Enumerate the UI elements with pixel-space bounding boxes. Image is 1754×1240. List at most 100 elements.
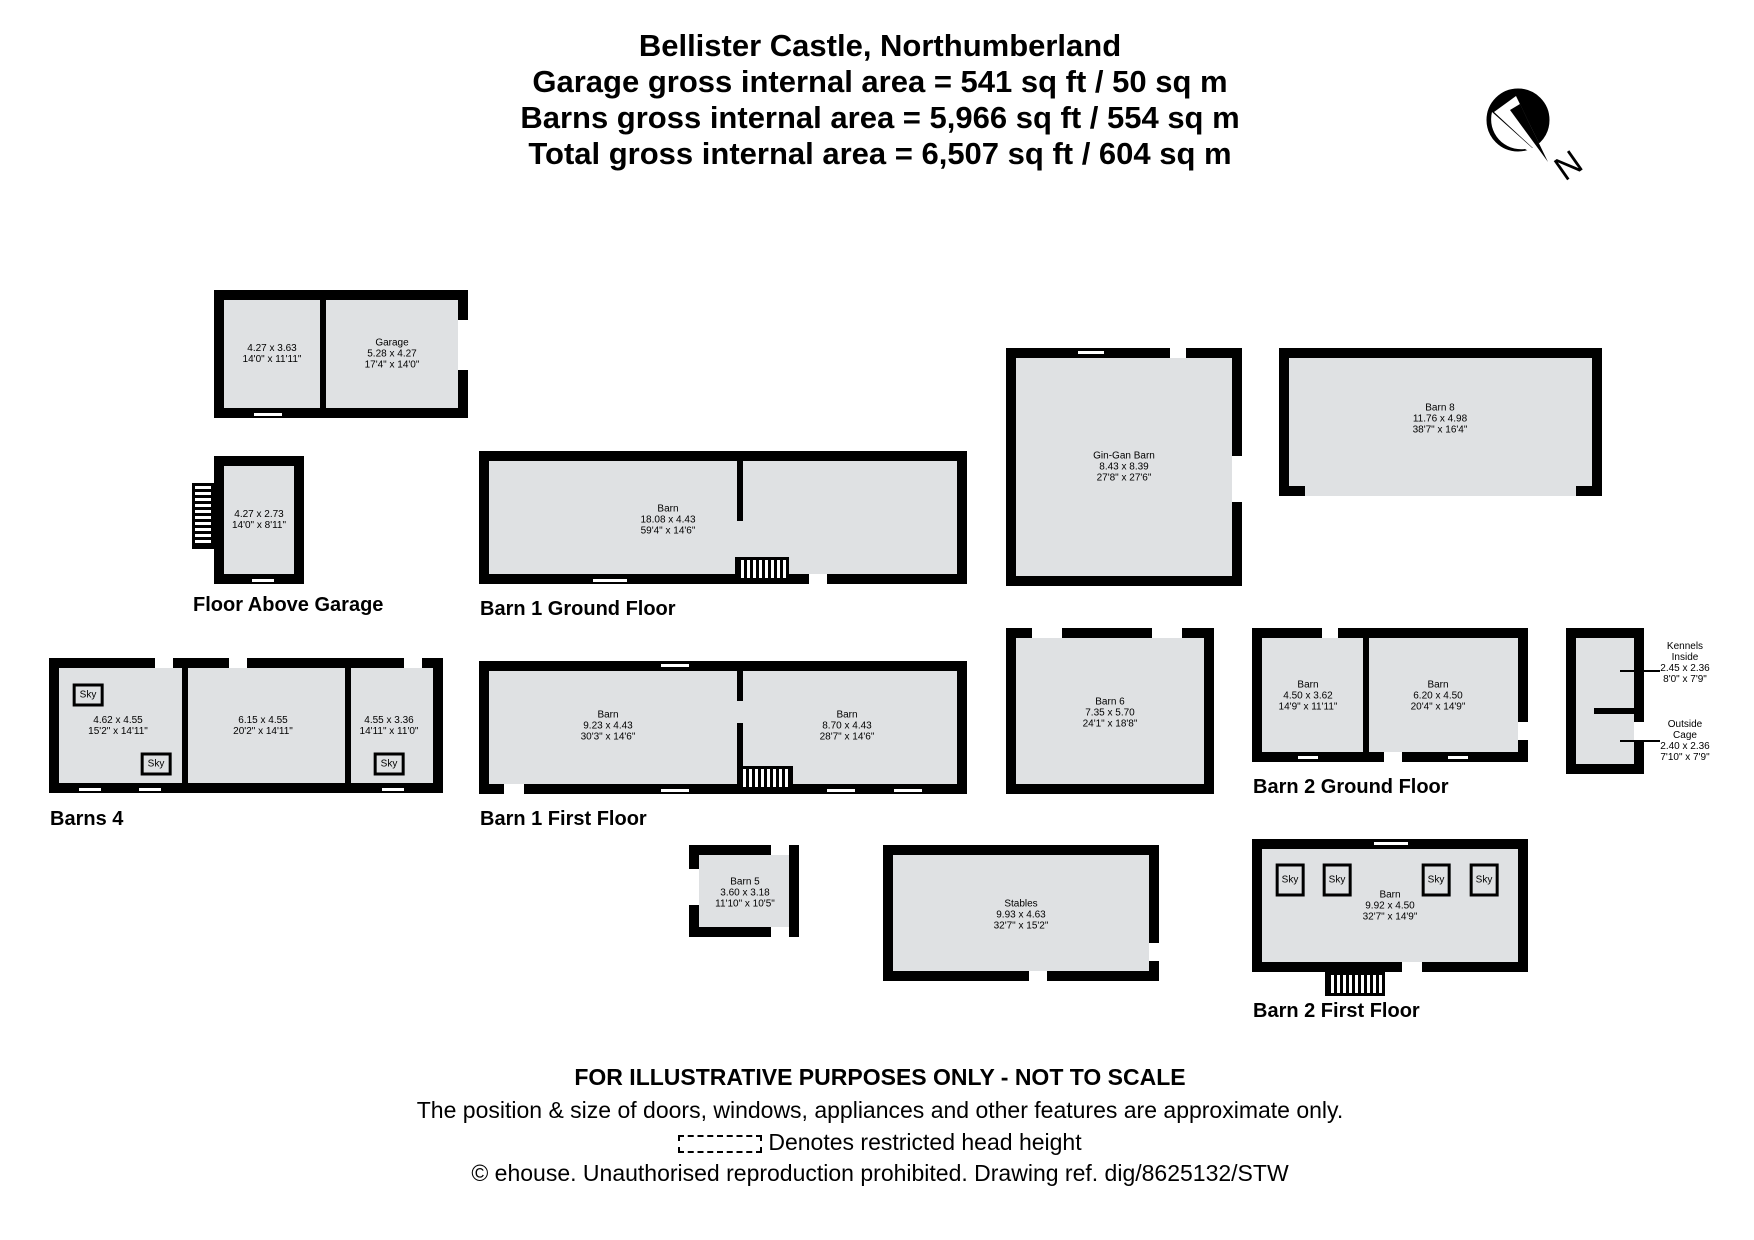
barns-area: Barns gross internal area = 5,966 sq ft … bbox=[520, 100, 1240, 135]
barn6-plan bbox=[1006, 628, 1214, 794]
barn1-ground-plan bbox=[479, 451, 967, 584]
restricted-height-icon bbox=[678, 1134, 763, 1153]
staircase bbox=[192, 483, 214, 549]
barn1-first-plan bbox=[479, 661, 967, 794]
stables-plan bbox=[883, 845, 1159, 981]
door bbox=[1149, 943, 1159, 961]
door bbox=[1518, 722, 1528, 740]
garage-plan bbox=[214, 290, 468, 418]
window bbox=[593, 579, 627, 582]
legend: Denotes restricted head height bbox=[0, 1128, 1754, 1156]
partition-wall bbox=[1594, 708, 1634, 714]
gin-gan-barn-plan bbox=[1006, 348, 1242, 586]
partition-wall bbox=[737, 461, 743, 521]
plan-label: Barns 4 bbox=[50, 808, 124, 830]
door bbox=[504, 784, 524, 794]
partition-wall bbox=[320, 300, 326, 408]
plan-label: Barn 1 Ground Floor bbox=[480, 598, 676, 620]
legend-text: Denotes restricted head height bbox=[768, 1129, 1082, 1155]
window bbox=[79, 788, 101, 791]
double-door bbox=[689, 869, 699, 905]
plan-label: Barn 2 First Floor bbox=[1253, 1000, 1420, 1022]
wall bbox=[1279, 486, 1305, 496]
wall bbox=[1576, 486, 1602, 496]
skylight: Sky bbox=[1322, 863, 1352, 897]
window bbox=[1448, 756, 1468, 759]
arrow-pointer bbox=[1620, 740, 1660, 742]
window bbox=[894, 789, 922, 792]
window bbox=[382, 788, 404, 791]
barn5-plan bbox=[689, 845, 799, 937]
window bbox=[827, 789, 855, 792]
barn8-plan bbox=[1279, 348, 1602, 496]
skylight: Sky bbox=[140, 752, 172, 776]
plan-label: Barn 1 First Floor bbox=[480, 808, 647, 830]
plan-label: Barn 2 Ground Floor bbox=[1253, 776, 1449, 798]
disclaimer: FOR ILLUSTRATIVE PURPOSES ONLY - NOT TO … bbox=[574, 1064, 1186, 1090]
door bbox=[1170, 348, 1186, 358]
door bbox=[771, 845, 789, 855]
skylight: Sky bbox=[72, 683, 104, 707]
floor-above-garage-plan bbox=[214, 456, 304, 584]
staircase bbox=[735, 557, 789, 581]
skylight: Sky bbox=[1275, 863, 1305, 897]
door bbox=[1634, 722, 1644, 740]
window bbox=[252, 579, 274, 582]
window bbox=[661, 789, 689, 792]
window bbox=[139, 788, 161, 791]
door bbox=[229, 658, 247, 668]
page-title: Bellister Castle, Northumberland bbox=[638, 28, 1122, 63]
skylight: Sky bbox=[373, 752, 405, 776]
window bbox=[1298, 756, 1318, 759]
window bbox=[254, 413, 282, 416]
kennels-plan bbox=[1566, 628, 1644, 774]
double-door bbox=[1152, 628, 1182, 638]
copyright: © ehouse. Unauthorised reproduction proh… bbox=[471, 1160, 1289, 1186]
partition-wall bbox=[345, 668, 351, 783]
door bbox=[155, 658, 173, 668]
door bbox=[1402, 962, 1422, 972]
compass-north-label: N bbox=[1548, 143, 1590, 188]
double-door bbox=[1032, 628, 1062, 638]
garage-area: Garage gross internal area = 541 sq ft /… bbox=[532, 64, 1228, 99]
skylight: Sky bbox=[1469, 863, 1499, 897]
window bbox=[1078, 351, 1104, 354]
door bbox=[809, 574, 827, 584]
partition-wall bbox=[737, 723, 743, 784]
partition-wall bbox=[1363, 638, 1369, 752]
staircase bbox=[737, 766, 793, 790]
window bbox=[1374, 842, 1408, 845]
door bbox=[1322, 628, 1338, 638]
skylight: Sky bbox=[1421, 863, 1451, 897]
barn2-first-plan bbox=[1252, 839, 1528, 972]
disclaimer-note: The position & size of doors, windows, a… bbox=[416, 1097, 1344, 1123]
barn2-ground-plan bbox=[1252, 628, 1528, 762]
door bbox=[771, 927, 789, 937]
garage-double-door bbox=[458, 320, 468, 370]
door bbox=[1029, 971, 1047, 981]
compass-icon: N bbox=[1486, 88, 1590, 188]
door bbox=[404, 658, 422, 668]
window bbox=[661, 664, 689, 667]
arrow-pointer bbox=[1620, 670, 1660, 672]
door bbox=[1384, 752, 1402, 762]
double-door bbox=[1232, 456, 1242, 502]
